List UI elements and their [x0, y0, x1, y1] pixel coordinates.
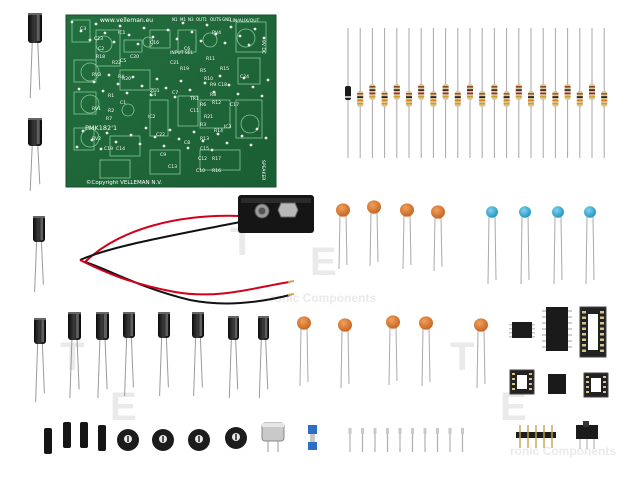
pcb-label: R19 [180, 66, 189, 72]
ic-chips-and-sockets [509, 306, 609, 398]
pcb-label: R16 [212, 168, 221, 174]
electrolytic-capacitors-row [34, 312, 269, 403]
pcb-label: RV3 [92, 72, 101, 78]
pcb-line-label: LIN/AUX/OUT [230, 18, 260, 24]
pcb-label: R15 [220, 66, 229, 72]
battery-clip [79, 195, 314, 305]
pcb-label: R6 [200, 102, 206, 108]
pcb-label: R11 [206, 56, 215, 62]
pcb-model: PMK182'1 [85, 124, 117, 132]
resistor-row [345, 28, 608, 158]
watermark-brand-text: ronic Components [510, 444, 616, 458]
bottom-hardware-row [44, 421, 598, 454]
svg-text:OUT1: OUT1 [196, 17, 208, 22]
pcb-label: C6 [184, 46, 190, 52]
ceramic-capacitors-blue [486, 206, 596, 285]
pcb-label: C11 [190, 108, 199, 114]
pcb-label: R20 [122, 76, 131, 82]
pcb-label: R10 [204, 76, 213, 82]
pcb-label: TR1 [189, 96, 199, 102]
pcb-label: IC1 [118, 30, 126, 36]
pcb-label: R3 [200, 122, 206, 128]
pcb-label: C22 [156, 132, 165, 138]
pcb-label: R4 [118, 74, 124, 80]
pcb-label: C15 [200, 146, 209, 152]
pcb-label: R8 [210, 92, 216, 98]
pcb-dc-label: 9V DC [260, 40, 266, 54]
svg-text:GND: GND [222, 17, 231, 22]
pcb-label: C20 [130, 54, 139, 60]
pcb-label: C2 [98, 46, 104, 52]
pcb-label: IC3 [224, 124, 232, 130]
watermark: T E ronic Components T E T E ronic Compo… [60, 220, 616, 458]
ceramic-capacitors-orange-lower [297, 315, 488, 389]
watermark-brand-text: ronic Components [270, 291, 376, 305]
pcb-label: R7 [106, 116, 112, 122]
pcb-label: C17 [230, 102, 239, 108]
pcb-label: C18 [218, 82, 227, 88]
pcb-label: C3 [80, 26, 86, 32]
svg-text:M1: M1 [180, 17, 186, 22]
pcb-input-label: INPUT SEL [170, 50, 194, 56]
pcb-label: R18 [96, 54, 105, 60]
pcb-label: C4 [150, 92, 156, 98]
pcb-label: C14 [116, 146, 125, 152]
pcb-board: www.velleman.eu PMK182'1 ©Copyright VELL… [65, 14, 277, 188]
pcb-label: C24 [240, 74, 249, 80]
pcb-label: IC2 [148, 114, 156, 120]
pcb-label: R2 [108, 108, 114, 114]
pcb-copyright: ©Copyright VELLEMAN N.V. [86, 179, 162, 186]
ceramic-capacitors-orange [336, 200, 445, 272]
pcb-label: C1 [120, 100, 126, 106]
pcb-label: C7 [172, 90, 178, 96]
watermark-letter-e: E [110, 385, 137, 429]
pcb-label: R9 [210, 82, 216, 88]
pcb-label: R14 [214, 128, 223, 134]
pcb-label: R13 [200, 136, 209, 142]
pcb-label: RV4 [212, 30, 221, 36]
pcb-speaker-label: SPEAKER [260, 160, 266, 180]
svg-text:N3: N3 [188, 17, 194, 22]
svg-text:OUTS: OUTS [210, 17, 222, 22]
pcb-label: C23 [94, 36, 103, 42]
pcb-label: C13 [168, 164, 177, 170]
pcb-label: C9 [160, 152, 166, 158]
electrolytic-capacitors-left [28, 13, 45, 293]
pcb-label: ZD1 [150, 88, 160, 94]
pcb-label: C21 [170, 60, 179, 66]
watermark-letter-t: T [450, 335, 474, 379]
pcb-label: R5 [200, 68, 206, 74]
pcb-label: C8 [184, 140, 190, 146]
pcb-label: R12 [212, 100, 221, 106]
pcb-header-labels: N1 M1 N3 OUT1 OUTS GND [172, 17, 231, 22]
pcb-label: RV2 [92, 136, 101, 142]
pcb-label: R17 [212, 156, 221, 162]
pcb-label: R21 [204, 114, 213, 120]
pcb-label: C12 [198, 156, 207, 162]
pcb-label: C19 [104, 146, 113, 152]
pcb-label: C10 [196, 168, 205, 174]
svg-text:N1: N1 [172, 17, 178, 22]
pcb-label: C5 [120, 58, 126, 64]
pcb-url: www.velleman.eu [100, 17, 153, 24]
pcb-label: R1 [108, 93, 114, 99]
pcb-label: R22 [112, 60, 121, 66]
watermark-letter-e: E [310, 240, 337, 284]
pcb-label: RV1 [92, 106, 101, 112]
pcb-label: C16 [150, 40, 159, 46]
